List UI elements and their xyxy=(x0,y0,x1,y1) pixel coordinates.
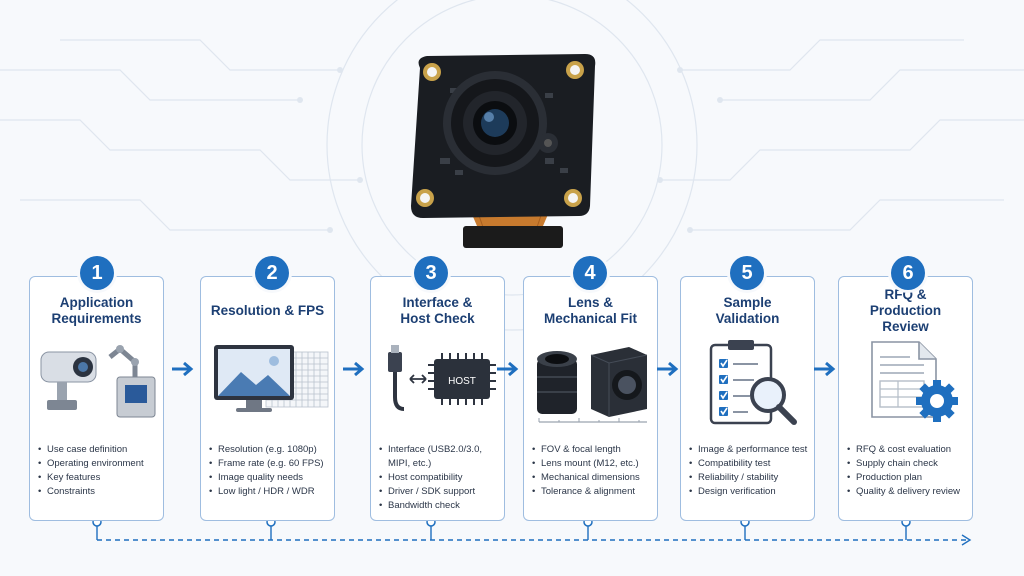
title-line: Resolution & FPS xyxy=(210,303,325,318)
arrow-right-icon xyxy=(814,361,836,377)
arrow-right-icon xyxy=(657,361,679,377)
step-number-badge-6: 6 xyxy=(891,256,925,290)
list-item: Operating environment xyxy=(38,457,159,471)
list-item: Supply chain check xyxy=(847,457,968,471)
list-item: Design verification xyxy=(689,485,810,499)
list-item: Key features xyxy=(38,471,159,485)
title-line: Requirements xyxy=(51,311,142,326)
list-item: Image & performance test xyxy=(689,443,810,457)
step-card-2: Resolution & FPS Resolution (e.g. 1080p)… xyxy=(200,276,335,521)
step-number-badge-4: 4 xyxy=(573,256,607,290)
list-item: Quality & delivery review xyxy=(847,485,968,499)
monitor-with-pixel-grid-icon xyxy=(214,345,329,412)
list-item: Driver / SDK support xyxy=(379,485,500,499)
title-line: Validation xyxy=(715,311,780,326)
step-checklist: Image & performance test Compatibility t… xyxy=(689,443,810,499)
step-checklist: Use case definition Operating environmen… xyxy=(38,443,159,499)
host-chip-label: HOST xyxy=(448,376,476,387)
step-number-badge-5: 5 xyxy=(730,256,764,290)
title-line: Lens & xyxy=(567,295,613,310)
title-line: Host Check xyxy=(400,311,475,326)
list-item: Lens mount (M12, etc.) xyxy=(532,457,653,471)
title-line: Production Review xyxy=(869,303,942,334)
step-card-4: Lens &Mechanical Fit FOV & focal length … xyxy=(523,276,658,521)
title-line: Application xyxy=(59,295,134,310)
list-item: Compatibility test xyxy=(689,457,810,471)
list-item: Mechanical dimensions xyxy=(532,471,653,485)
list-item-continuation: MIPI, etc.) xyxy=(388,458,432,469)
list-item: Frame rate (e.g. 60 FPS) xyxy=(209,457,330,471)
step-number-badge-3: 3 xyxy=(414,256,448,290)
step-number-badge-1: 1 xyxy=(80,256,114,290)
list-item: Tolerance & alignment xyxy=(532,485,653,499)
camera-module-illustration xyxy=(411,54,596,248)
list-item: Constraints xyxy=(38,485,159,499)
title-line: Interface & xyxy=(402,295,473,310)
title-line: Mechanical Fit xyxy=(543,311,638,326)
list-item: Interface (USB2.0/3.0, xyxy=(379,443,500,457)
step-card-6: RFQ &Production Review RFQ & cost evalua… xyxy=(838,276,973,521)
step-number-badge-2: 2 xyxy=(255,256,289,290)
step-checklist: Interface (USB2.0/3.0, MIPI, etc.) Host … xyxy=(379,443,500,513)
step-checklist: Resolution (e.g. 1080p) Frame rate (e.g.… xyxy=(209,443,330,499)
security-camera-and-robot-arm-icon xyxy=(40,345,156,418)
lens-and-housing-icon xyxy=(537,347,648,423)
list-item: Reliability / stability xyxy=(689,471,810,485)
list-item: RFQ & cost evaluation xyxy=(847,443,968,457)
list-item: Low light / HDR / WDR xyxy=(209,485,330,499)
step-card-3: Interface &Host Check HOST Interface (US… xyxy=(370,276,505,521)
list-item: Production plan xyxy=(847,471,968,485)
list-item: Host compatibility xyxy=(379,471,500,485)
list-item: Use case definition xyxy=(38,443,159,457)
step-checklist: FOV & focal length Lens mount (M12, etc.… xyxy=(532,443,653,499)
clipboard-checklist-magnifier-icon xyxy=(709,340,797,425)
list-item: Resolution (e.g. 1080p) xyxy=(209,443,330,457)
step-checklist: RFQ & cost evaluation Supply chain check… xyxy=(847,443,968,499)
title-line: Sample xyxy=(723,295,772,310)
arrow-right-icon xyxy=(343,361,365,377)
document-with-gear-icon xyxy=(871,341,958,422)
step-title: RFQ &Production Review xyxy=(839,287,972,334)
step-title: Resolution & FPS xyxy=(201,291,334,331)
step-title: Lens &Mechanical Fit xyxy=(524,291,657,331)
usb-to-host-chip-icon: HOST xyxy=(388,345,496,411)
list-item: FOV & focal length xyxy=(532,443,653,457)
list-item: Bandwidth check xyxy=(379,499,500,513)
title-line: RFQ & xyxy=(884,287,927,302)
arrow-right-icon xyxy=(497,361,519,377)
list-item: Image quality needs xyxy=(209,471,330,485)
arrow-right-icon xyxy=(172,361,194,377)
step-title: Interface &Host Check xyxy=(371,291,504,331)
